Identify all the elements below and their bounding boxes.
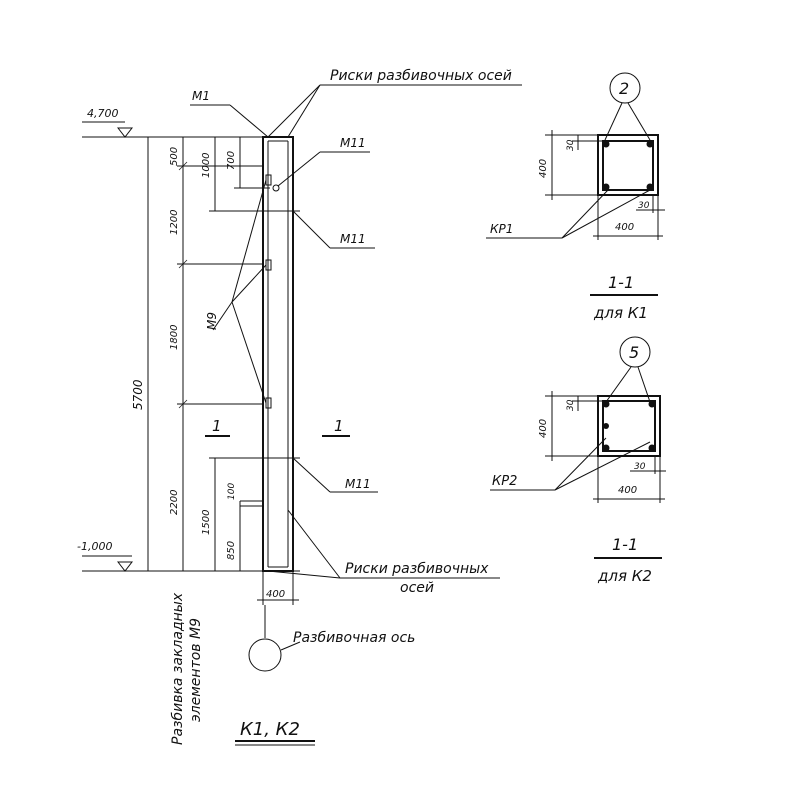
dim-1000: 1000 [201, 153, 212, 178]
rebar-dot [646, 183, 654, 191]
elevation-triangle-bottom [116, 561, 134, 572]
k1-dim-cover-top: 30 [566, 139, 576, 151]
dim-width-bottom: 400 [266, 589, 285, 600]
dim-1200: 1200 [169, 210, 180, 235]
section-outline-k1 [597, 134, 659, 196]
embedded-layout-label-2: элементов М9 [188, 618, 204, 722]
k2-dim-cover-bottom: 30 [634, 462, 646, 472]
m11-label-top: М11 [340, 136, 366, 150]
dim-1800: 1800 [169, 325, 180, 350]
dim-700: 700 [226, 151, 237, 170]
m11-label-middle: М11 [340, 232, 366, 246]
k2-dim-side: 400 [538, 419, 549, 438]
k1-rebar-cage-label: КР1 [490, 222, 513, 236]
k2-section-subcaption: для К2 [597, 567, 652, 585]
rebar-dot [602, 183, 610, 191]
dim-500: 500 [169, 147, 180, 166]
dim-total-height: 5700 [131, 379, 145, 410]
setting-out-axis-label: Разбивочная ось [293, 630, 415, 646]
rebar-dot [646, 140, 654, 148]
k2-section-caption: 1-1 [612, 535, 638, 554]
k1-section-caption: 1-1 [608, 273, 634, 292]
k1-section-subcaption: для К1 [593, 304, 648, 322]
elevation-bottom-label: -1,000 [77, 540, 112, 553]
section-k2: 5 400 30 400 30 КР2 1-1 для К2 [490, 336, 666, 585]
elevation-top-label: 4,700 [87, 107, 119, 120]
cut-mark-right: 1 [334, 417, 344, 435]
k1-dim-side: 400 [538, 159, 549, 178]
rebar-dot [603, 423, 609, 429]
m11-label-lower: М11 [345, 477, 371, 491]
dim-850: 850 [226, 541, 237, 560]
k2-dim-bottom: 400 [618, 485, 637, 496]
stirrup-k1 [602, 140, 654, 191]
rebar-dot [602, 140, 610, 148]
dim-100: 100 [227, 483, 237, 500]
axis-circle [248, 638, 282, 672]
k2-rebar-cage-label: КР2 [492, 474, 517, 489]
axis-marks-top-label: Риски разбивочных осей [330, 68, 512, 84]
m9-label: М9 [205, 312, 219, 330]
m1-label: М1 [192, 89, 210, 103]
marker-circle-k2 [619, 336, 651, 368]
embedded-plate-m11 [272, 184, 280, 192]
k1-dim-bottom: 400 [615, 222, 634, 233]
elevation-triangle-top [116, 127, 134, 138]
rebar-dot [648, 400, 656, 408]
marker-circle-k1 [609, 72, 641, 104]
k2-dim-cover-top: 30 [566, 399, 576, 411]
section-outline-k2 [597, 395, 661, 457]
marker-k1: 2 [619, 79, 629, 98]
column-elevation: 4,700 -1,000 5700 500 1200 1800 2200 100… [77, 68, 522, 746]
section-k1: 2 400 30 400 30 КР1 1-1 для К1 [486, 72, 665, 322]
rebar-dot [602, 444, 610, 452]
k1-dim-cover-bottom: 30 [638, 201, 650, 211]
rebar-dot [602, 400, 610, 408]
marker-k2: 5 [629, 343, 639, 362]
embedded-layout-label-1: Разбивка закладных [170, 592, 186, 745]
axis-marks-bottom-label-2: осей [400, 580, 434, 596]
drawing-title: К1, К2 [240, 719, 300, 740]
dim-2200: 2200 [169, 490, 180, 515]
dim-1500: 1500 [201, 510, 212, 535]
cut-mark-left: 1 [212, 417, 222, 435]
rebar-dot [648, 444, 656, 452]
axis-marks-bottom-label-1: Риски разбивочных [345, 561, 489, 577]
